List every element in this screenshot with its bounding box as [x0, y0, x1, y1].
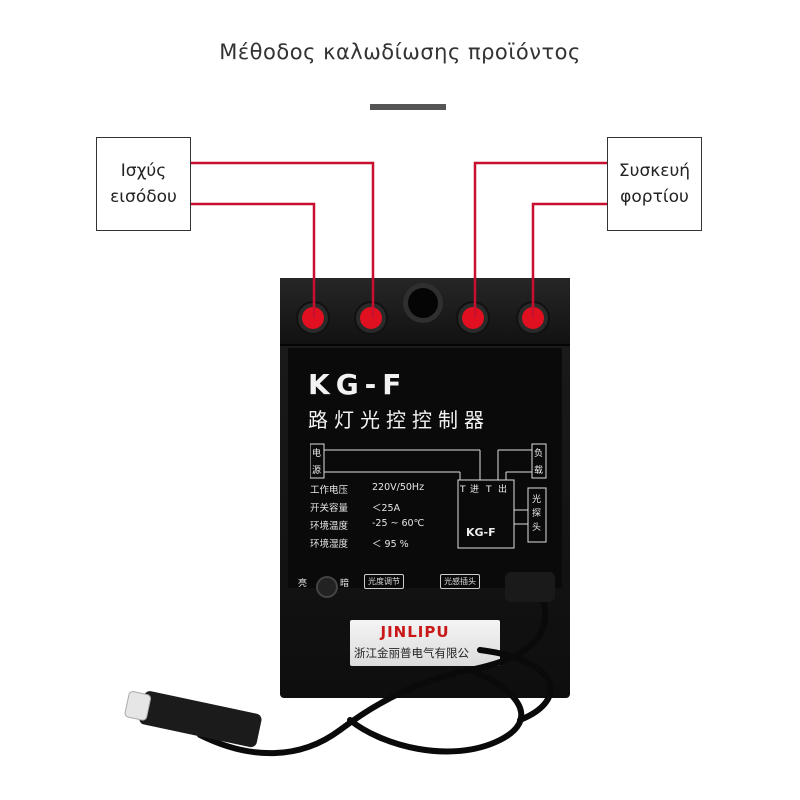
light-adjust-knob[interactable]	[318, 578, 336, 596]
front-panel: KG-F 路灯光控控制器 电 源 负	[288, 348, 562, 588]
input-power-label-box: Ισχύς εισόδου	[96, 137, 191, 231]
diagram-model: KG-F	[466, 526, 496, 539]
product-name-cn: 路灯光控控制器	[308, 408, 490, 432]
diagram-sensor-char1: 光	[532, 493, 541, 505]
spec-label: 环境温度	[310, 521, 349, 532]
power-terminal-2	[360, 307, 382, 329]
sensor-probe-body	[139, 691, 262, 748]
sensor-probe-tip	[124, 691, 152, 721]
diagram-load-char2: 载	[534, 464, 543, 476]
brand-name: JINLIPU	[380, 623, 450, 641]
sensor-plug	[505, 572, 555, 602]
diagram-in: 进	[470, 484, 479, 495]
input-power-line1: Ισχύς	[120, 161, 167, 181]
spec-row: 环境湿度 ＜ 95 %	[310, 536, 409, 550]
model-name: KG-F	[308, 368, 408, 401]
diagram-out: 出	[498, 483, 507, 495]
input-wire-2	[191, 202, 316, 318]
spec-row: 环境温度 -25 ~ 60℃	[310, 518, 424, 532]
mounting-hole	[408, 288, 438, 318]
sensor-plug-label: 光感插头	[440, 574, 480, 589]
load-device-line2: φορτίου	[620, 187, 689, 207]
load-wire-2	[531, 202, 607, 318]
spec-row: 开关容量 ＜25A	[310, 500, 400, 514]
spec-value: ＜25A	[372, 503, 401, 514]
diagram-sensor-char3: 头	[532, 522, 541, 533]
spec-label: 环境湿度	[310, 539, 349, 550]
diagram-power-char1: 电	[312, 447, 321, 459]
input-wire-1	[191, 161, 375, 318]
spec-value: 220V/50Hz	[372, 482, 425, 493]
diagram-t1: T	[459, 485, 466, 495]
spec-label: 开关容量	[310, 503, 349, 514]
light-adjust-label: 光度调节	[364, 574, 404, 589]
spec-row: 工作电压 220V/50Hz	[310, 482, 424, 496]
wiring-diagram: 电 源 负 载 T 进 T 出 KG-F 光 探 头	[310, 443, 547, 549]
title-divider	[370, 104, 446, 110]
diagram-power-char2: 源	[312, 465, 321, 476]
load-terminal-1	[462, 307, 484, 329]
brand-plate: JINLIPU 浙江金丽普电气有限公	[350, 620, 500, 666]
spec-value: ＜ 95 %	[372, 539, 409, 550]
knob-dark-label: 暗	[340, 579, 350, 589]
load-device-label-box: Συσκευή φορτίου	[607, 137, 702, 231]
load-wire-1	[473, 161, 607, 318]
diagram-sensor-char2: 探	[532, 507, 541, 519]
spec-value: -25 ~ 60℃	[372, 518, 425, 529]
light-control-device: KG-F 路灯光控控制器 电 源 负	[280, 278, 570, 698]
diagram-load-char1: 负	[534, 447, 543, 459]
page-title: Μέθοδος καλωδίωσης προϊόντος	[219, 40, 581, 64]
load-device-line1: Συσκευή	[618, 161, 691, 181]
input-power-line2: εισόδου	[110, 187, 177, 207]
spec-label: 工作电压	[310, 485, 349, 496]
diagram-t2: T	[485, 485, 492, 495]
knob-bright-label: 亮	[298, 579, 308, 589]
company-name: 浙江金丽普电气有限公	[354, 646, 469, 660]
terminal-ledge	[280, 278, 570, 346]
